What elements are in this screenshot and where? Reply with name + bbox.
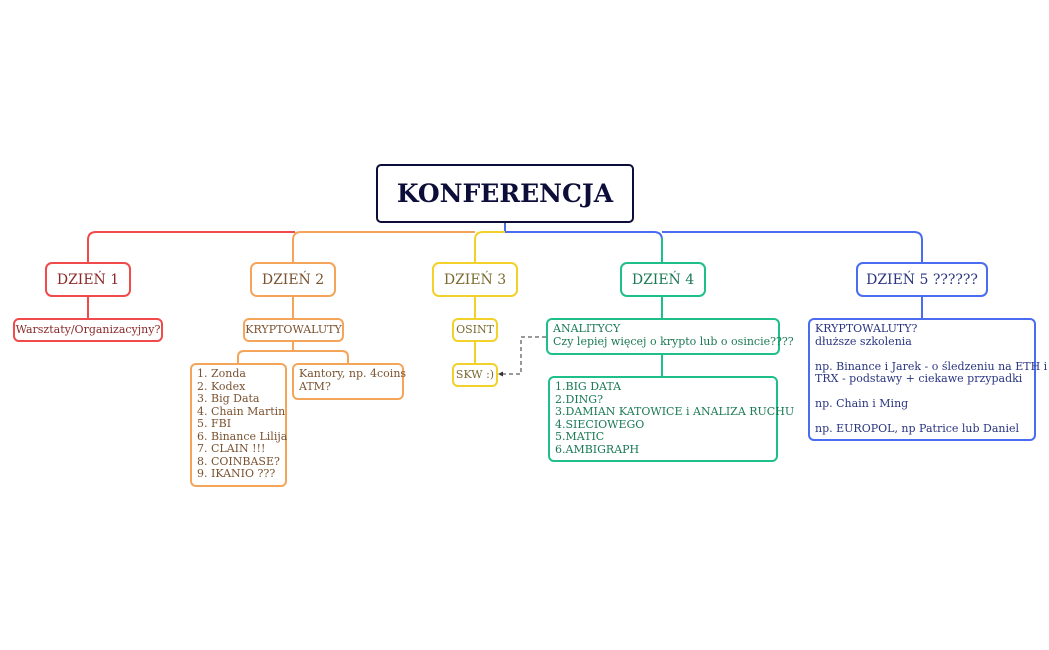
connector-day5	[662, 231, 923, 262]
day-2-label: DZIEŃ 2	[261, 271, 325, 288]
topic-day5-notes[interactable]: KRYPTOWALUTY? dłuższe szkolenia np. Bina…	[808, 318, 1047, 441]
connector-day3	[474, 231, 505, 262]
day-4-label: DZIEŃ 4	[631, 271, 695, 288]
topic-text: KRYPTOWALUTY	[245, 322, 342, 336]
topic-text: 1. Zonda 2. Kodex 3. Big Data 4. Chain M…	[197, 367, 288, 480]
day-1-label: DZIEŃ 1	[56, 271, 120, 288]
dashed-link	[502, 336, 546, 375]
root-node[interactable]: KONFERENCJA	[376, 164, 634, 223]
day-5-node[interactable]: DZIEŃ 5 ??????	[856, 262, 988, 297]
root-title: KONFERENCJA	[396, 179, 614, 208]
topic-osint[interactable]: OSINT	[452, 318, 498, 342]
connector-d2-sub	[237, 296, 349, 363]
subtopic-kantory[interactable]: Kantory, np. 4coins ATM?	[292, 363, 407, 400]
topic-kryptowaluty[interactable]: KRYPTOWALUTY	[243, 318, 344, 342]
topic-text: 1.BIG DATA 2.DING? 3.DAMIAN KATOWICE i A…	[555, 380, 795, 456]
subtopic-list[interactable]: 1. Zonda 2. Kodex 3. Big Data 4. Chain M…	[190, 363, 287, 487]
day-2-node[interactable]: DZIEŃ 2	[250, 262, 336, 297]
connector-day2	[292, 231, 475, 262]
topic-text: OSINT	[456, 322, 494, 336]
topic-warsztaty[interactable]: Warsztaty/Organizacyjny?	[13, 318, 163, 342]
topic-analitycy[interactable]: ANALITYCY Czy lepiej więcej o krypto lub…	[546, 318, 794, 355]
topic-text: SKW :)	[455, 367, 495, 381]
topic-text: ANALITYCY Czy lepiej więcej o krypto lub…	[553, 322, 794, 348]
day-5-label: DZIEŃ 5 ??????	[866, 271, 978, 288]
day-4-node[interactable]: DZIEŃ 4	[620, 262, 706, 297]
day-1-node[interactable]: DZIEŃ 1	[45, 262, 131, 297]
topic-text: Warsztaty/Organizacyjny?	[15, 322, 161, 336]
arrow-head-icon	[498, 371, 503, 377]
topic-day4-list[interactable]: 1.BIG DATA 2.DING? 3.DAMIAN KATOWICE i A…	[548, 376, 794, 462]
topic-text: Kantory, np. 4coins ATM?	[299, 367, 407, 393]
topic-skw[interactable]: SKW :)	[452, 363, 498, 387]
connector-day1	[87, 231, 295, 262]
connector-day4	[505, 231, 663, 262]
day-3-node[interactable]: DZIEŃ 3	[432, 262, 518, 297]
topic-text: KRYPTOWALUTY? dłuższe szkolenia np. Bina…	[815, 322, 1048, 435]
day-3-label: DZIEŃ 3	[443, 271, 507, 288]
